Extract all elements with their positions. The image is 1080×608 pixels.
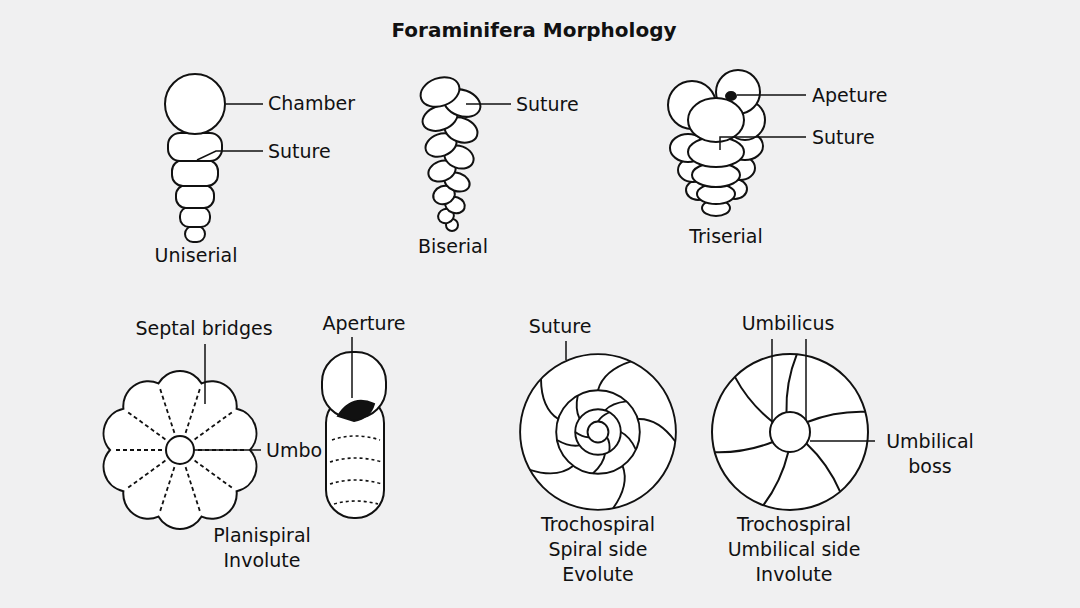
leader-line (720, 95, 806, 150)
leader-line (772, 339, 875, 441)
part-label: Umbilicus (688, 311, 888, 336)
part-label: Uniserial (96, 243, 296, 268)
part-label: Aperture (304, 311, 424, 336)
part-label: Trochospiral Umbilical side Involute (712, 512, 877, 587)
part-label: Trochospiral Spiral side Evolute (523, 512, 673, 587)
leader-line (466, 103, 511, 105)
leader-line (197, 104, 263, 160)
part-label: Biserial (353, 234, 553, 259)
part-label: Umbilical boss (875, 429, 985, 479)
part-label: Suture (268, 139, 331, 164)
part-label: Chamber (268, 91, 355, 116)
leader-line (565, 341, 567, 360)
part-label: Umbo (266, 438, 322, 463)
leader-line (194, 344, 261, 450)
trochospiral-spiral-side (520, 354, 676, 510)
part-label: Suture (812, 125, 875, 150)
biserial-test (416, 72, 484, 231)
triserial-test (668, 70, 765, 216)
part-label: Septal bridges (114, 316, 294, 341)
part-label: Suture (516, 92, 579, 117)
leader-line (351, 337, 353, 398)
part-label: Triserial (626, 224, 826, 249)
diagram-title: Foraminifera Morphology (284, 18, 784, 43)
trochospiral-umbilical-side (712, 354, 868, 510)
part-label: Planispiral Involute (197, 523, 327, 573)
part-label: Suture (460, 314, 660, 339)
part-label: Apeture (812, 83, 887, 108)
uniserial-test (165, 74, 225, 242)
planispiral-side-view (322, 352, 386, 518)
